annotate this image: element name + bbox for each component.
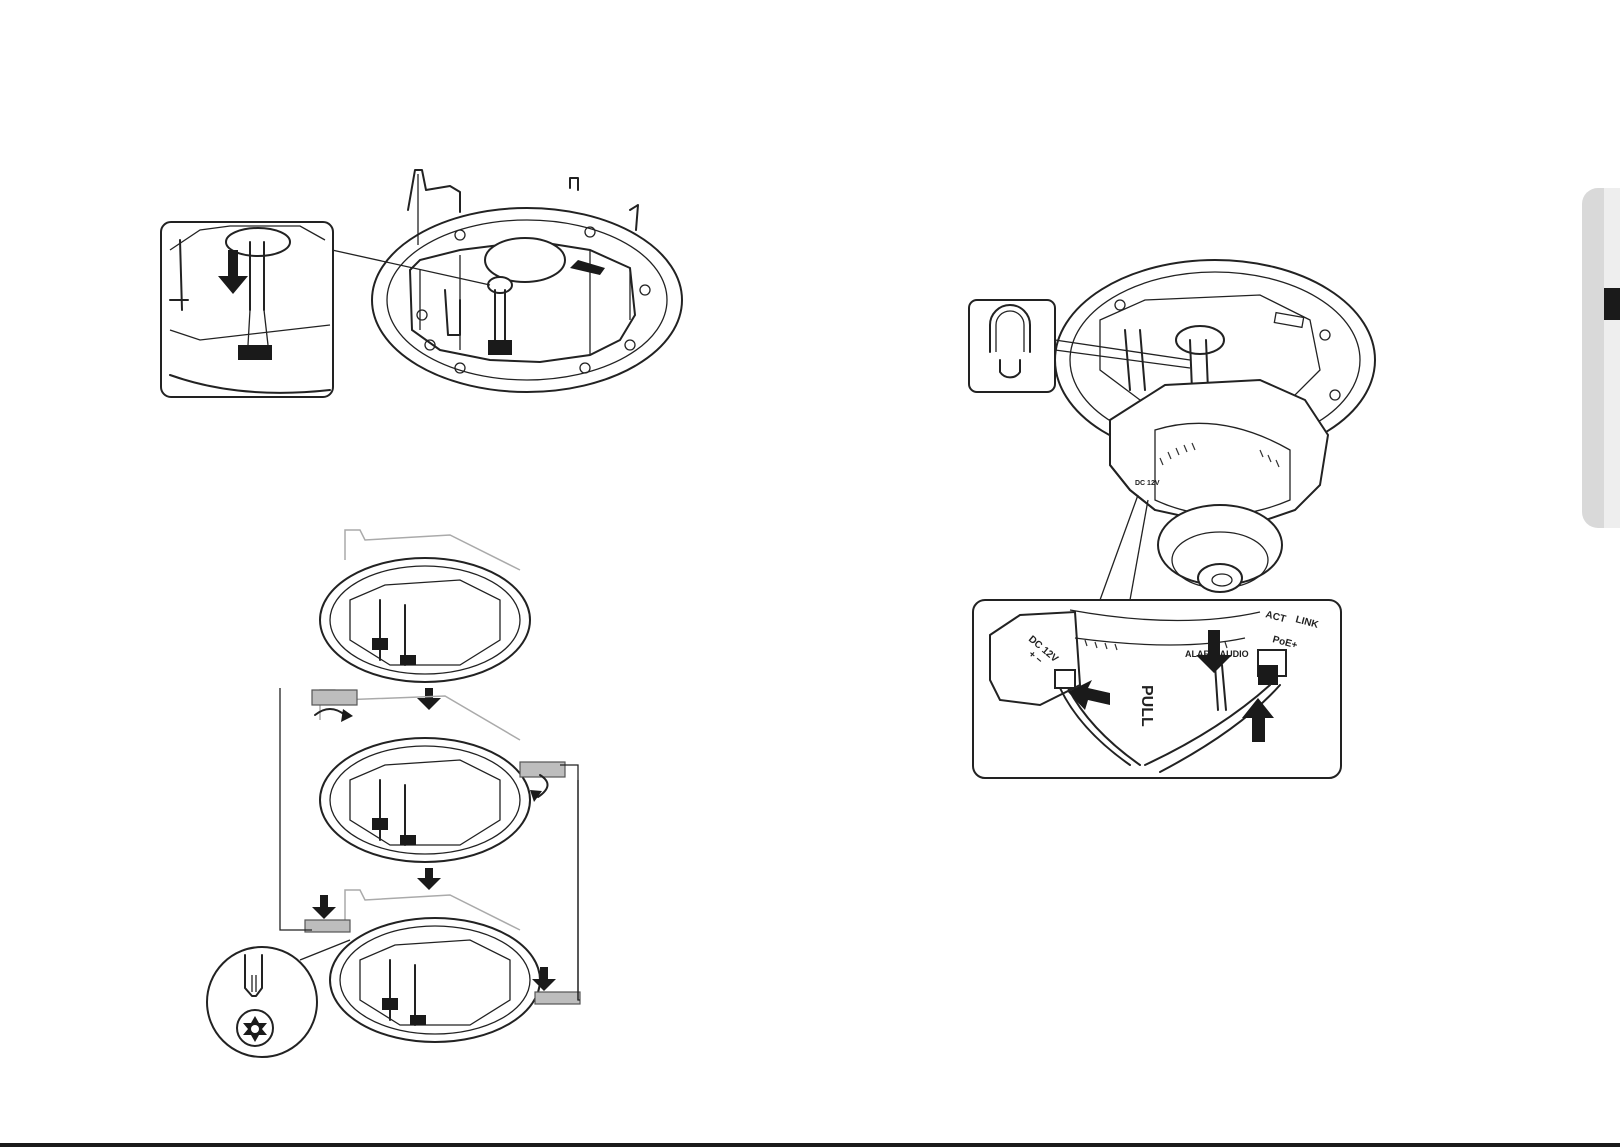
section-marker <box>1604 288 1620 320</box>
pull-tab-label: PULL <box>1138 685 1155 727</box>
cable-hole <box>485 238 565 282</box>
dc-connector <box>1055 670 1075 688</box>
figure-cable-routing <box>160 150 700 410</box>
chapter-side-tab <box>1582 188 1620 528</box>
dc-label-small: DC 12V <box>1135 480 1160 487</box>
down-arrow-icon <box>312 895 336 919</box>
figure-mounting-sequence <box>200 520 620 1080</box>
mounting-bracket-right <box>520 762 565 777</box>
side-tab-strip <box>1604 188 1620 528</box>
down-arrow-icon <box>417 688 441 710</box>
mount-ring-step2 <box>320 738 530 862</box>
down-arrow-icon <box>417 868 441 890</box>
mount-ring-step1 <box>320 558 530 682</box>
mount-ring-step3 <box>330 918 540 1042</box>
mounting-bracket-left <box>312 690 357 705</box>
figure-camera-connections: DC 12V DC 12V + − ALARM AUDIO ACT LINK P… <box>960 260 1380 800</box>
page-footer-rule <box>0 1143 1620 1147</box>
